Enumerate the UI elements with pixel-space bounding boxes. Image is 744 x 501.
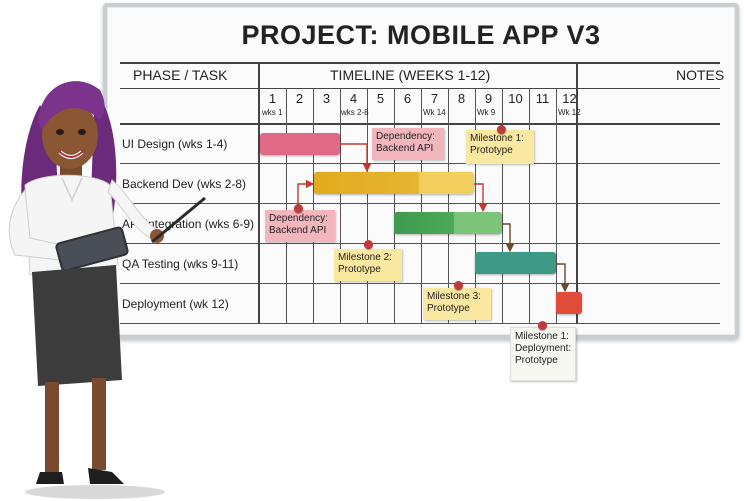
week-line — [529, 89, 530, 323]
row-label-api-integration: API Integration (wks 6-9) — [122, 217, 255, 231]
presenter-illustration — [8, 81, 206, 499]
week-sublabel: Wk 14 — [423, 108, 446, 117]
timeline-header: TIMELINE (WEEKS 1-12) — [330, 67, 491, 83]
pin-icon — [294, 204, 303, 213]
week-line — [448, 89, 449, 323]
bar-deployment — [556, 292, 582, 314]
week-line — [502, 89, 503, 323]
week-line — [394, 89, 395, 323]
pin-icon — [364, 240, 373, 249]
board-title: PROJECT: MOBILE APP V3 — [241, 20, 601, 50]
week-number: 6 — [403, 91, 412, 106]
weeks-bottom-line — [120, 123, 720, 125]
week-line — [340, 89, 341, 323]
pin-icon — [454, 281, 463, 290]
week-sublabel: wks 1 — [262, 108, 283, 117]
notes-divider — [576, 62, 578, 324]
week-line — [313, 89, 314, 323]
sticky-milestone-2: Milestone 2:Prototype — [334, 249, 402, 281]
week-number: 1 — [268, 91, 277, 106]
header-line-2 — [120, 88, 720, 89]
week-number: 7 — [430, 91, 439, 106]
sticky-milestone-1: Milestone 1:Prototype — [466, 130, 534, 164]
week-number: 5 — [376, 91, 385, 106]
bar-backend-dev — [314, 172, 474, 194]
phase-divider — [258, 62, 260, 324]
row-line-4 — [120, 283, 720, 284]
bar-ui-design — [260, 133, 340, 155]
row-line-1 — [120, 163, 720, 164]
sticky-milestone-deployment: Milestone 1:Deployment:Prototype — [510, 327, 576, 381]
week-number: 10 — [508, 91, 523, 106]
week-number: 4 — [349, 91, 358, 106]
notes-header: NOTES — [676, 67, 725, 83]
pin-icon — [538, 321, 547, 330]
week-number: 9 — [484, 91, 493, 106]
phase-task-header: PHASE / TASK — [133, 67, 228, 83]
week-sublabel: wks 2-8 — [341, 108, 369, 117]
week-line — [367, 89, 368, 323]
week-line — [286, 89, 287, 323]
week-number: 2 — [295, 91, 304, 106]
row-label-backend-dev: Backend Dev (wks 2-8) — [122, 177, 247, 191]
week-sublabel: Wk 9 — [477, 108, 496, 117]
sticky-dependency-1: Dependency:Backend API — [372, 128, 444, 160]
sticky-milestone-3: Milestone 3:Prototype — [423, 288, 491, 320]
week-line — [421, 89, 422, 323]
row-line-3 — [120, 243, 720, 244]
row-label-ui-design: UI Design (wks 1-4) — [122, 137, 228, 151]
week-number: 8 — [457, 91, 466, 106]
week-sublabel: Wk 12 — [558, 108, 581, 117]
header-line — [120, 62, 720, 64]
week-line — [556, 89, 557, 323]
week-number: 3 — [322, 91, 331, 106]
row-line-2 — [120, 203, 720, 204]
row-line-5 — [120, 323, 720, 324]
row-label-qa-testing: QA Testing (wks 9-11) — [122, 257, 239, 271]
bar-api-integration — [394, 212, 502, 234]
pin-icon — [497, 125, 506, 134]
bar-qa-testing — [475, 252, 556, 274]
sticky-dependency-2: Dependency:Backend API — [265, 210, 335, 242]
week-number: 12 — [562, 91, 577, 106]
week-number: 11 — [535, 91, 550, 106]
row-label-deployment: Deployment (wk 12) — [122, 297, 229, 311]
